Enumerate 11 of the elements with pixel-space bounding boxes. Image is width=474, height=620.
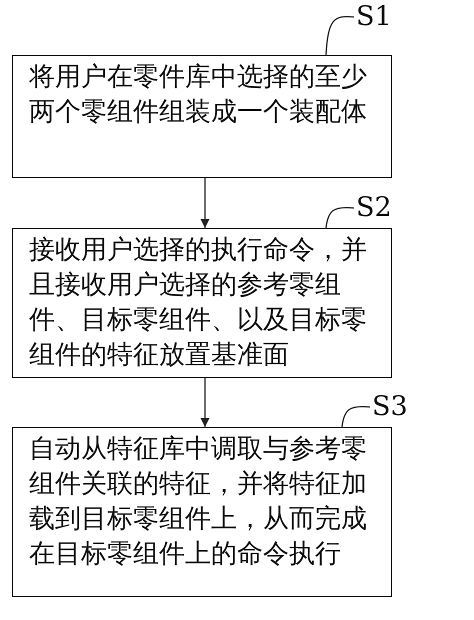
leader-line [325,206,354,228]
leader-line [341,406,370,428]
step-label: S2 [356,193,392,223]
step-label: S1 [356,2,392,32]
arrow [200,178,210,228]
process-box: 自动从特征库中调取与参考零组件关联的特征，并将特征加载到目标零组件上，从而完成在目标零组件上的命令执行 [12,427,392,597]
process-box: 接收用户选择的执行命令，并且接收用户选择的参考零组件、目标零组件、以及目标零组件的特征放置基准面 [12,228,392,378]
arrow [200,378,210,427]
leader-line [325,16,354,56]
process-box: 将用户在零件库中选择的至少两个零组件组装成一个装配体 [12,55,392,178]
step-label: S3 [372,392,408,422]
